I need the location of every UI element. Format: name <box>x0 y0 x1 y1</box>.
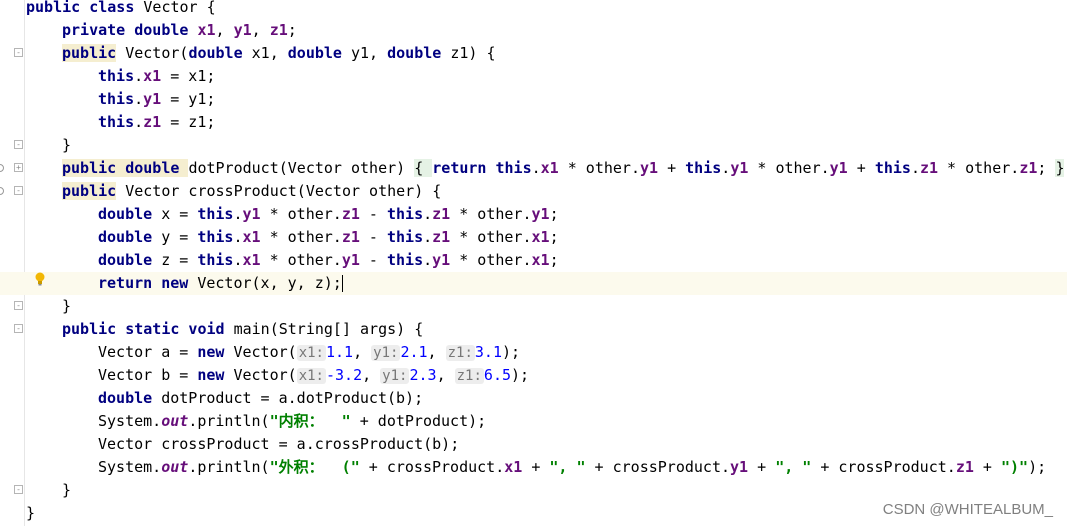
code-line-2: private double x1, y1, z1; <box>62 21 297 39</box>
code-line-1: public class Vector { <box>26 0 216 16</box>
param-hint: x1: <box>296 368 326 384</box>
code-line-8: public double dotProduct(Vector other) {… <box>62 159 1065 177</box>
param-hint: z1: <box>454 368 484 384</box>
fold-expand-icon[interactable]: + <box>14 163 23 172</box>
code-line-4: this.x1 = x1; <box>98 67 216 85</box>
code-line-7: } <box>62 136 72 154</box>
code-line-13-current: return new Vector(x, y, z); <box>0 272 1067 295</box>
code-line-5: this.y1 = y1; <box>98 90 216 108</box>
editor-gutter: - - + - - - - <box>0 0 24 526</box>
fold-toggle-icon[interactable]: - <box>14 48 23 57</box>
code-line-3: public Vector(double x1, double y1, doub… <box>62 44 496 62</box>
fold-toggle-icon[interactable]: - <box>14 140 23 149</box>
code-line-14: } <box>62 297 72 315</box>
code-line-11: double y = this.x1 * other.z1 - this.z1 … <box>98 228 559 246</box>
lightbulb-icon[interactable] <box>34 272 46 286</box>
code-line-22: } <box>62 481 72 499</box>
fold-toggle-icon[interactable]: - <box>14 186 23 195</box>
watermark: CSDN @WHITEALBUM_ <box>882 501 1053 518</box>
code-line-23: } <box>26 504 36 522</box>
fold-toggle-icon[interactable]: - <box>14 485 23 494</box>
code-line-15: public static void main(String[] args) { <box>62 320 424 338</box>
code-line-20: Vector crossProduct = a.crossProduct(b); <box>98 435 460 453</box>
fold-toggle-icon[interactable]: - <box>14 301 23 310</box>
usage-marker-icon[interactable] <box>0 164 4 172</box>
code-line-12: double z = this.x1 * other.y1 - this.y1 … <box>98 251 559 269</box>
code-line-16: Vector a = new Vector(x1:1.1, y1:2.1, z1… <box>98 343 521 361</box>
fold-toggle-icon[interactable]: - <box>14 324 23 333</box>
param-hint: x1: <box>296 345 326 361</box>
code-line-21: System.out.println("外积： (" + crossProduc… <box>98 458 1047 476</box>
param-hint: y1: <box>371 345 401 361</box>
code-line-6: this.z1 = z1; <box>98 113 216 131</box>
code-line-17: Vector b = new Vector(x1:-3.2, y1:2.3, z… <box>98 366 530 384</box>
code-line-10: double x = this.y1 * other.z1 - this.z1 … <box>98 205 559 223</box>
param-hint: z1: <box>445 345 475 361</box>
param-hint: y1: <box>380 368 410 384</box>
code-line-9: public Vector crossProduct(Vector other)… <box>62 182 442 200</box>
code-line-18: double dotProduct = a.dotProduct(b); <box>98 389 424 407</box>
gutter-divider <box>24 0 25 526</box>
usage-marker-icon[interactable] <box>0 187 4 195</box>
code-line-19: System.out.println("内积： " + dotProduct); <box>98 412 487 430</box>
text-caret <box>341 275 343 292</box>
